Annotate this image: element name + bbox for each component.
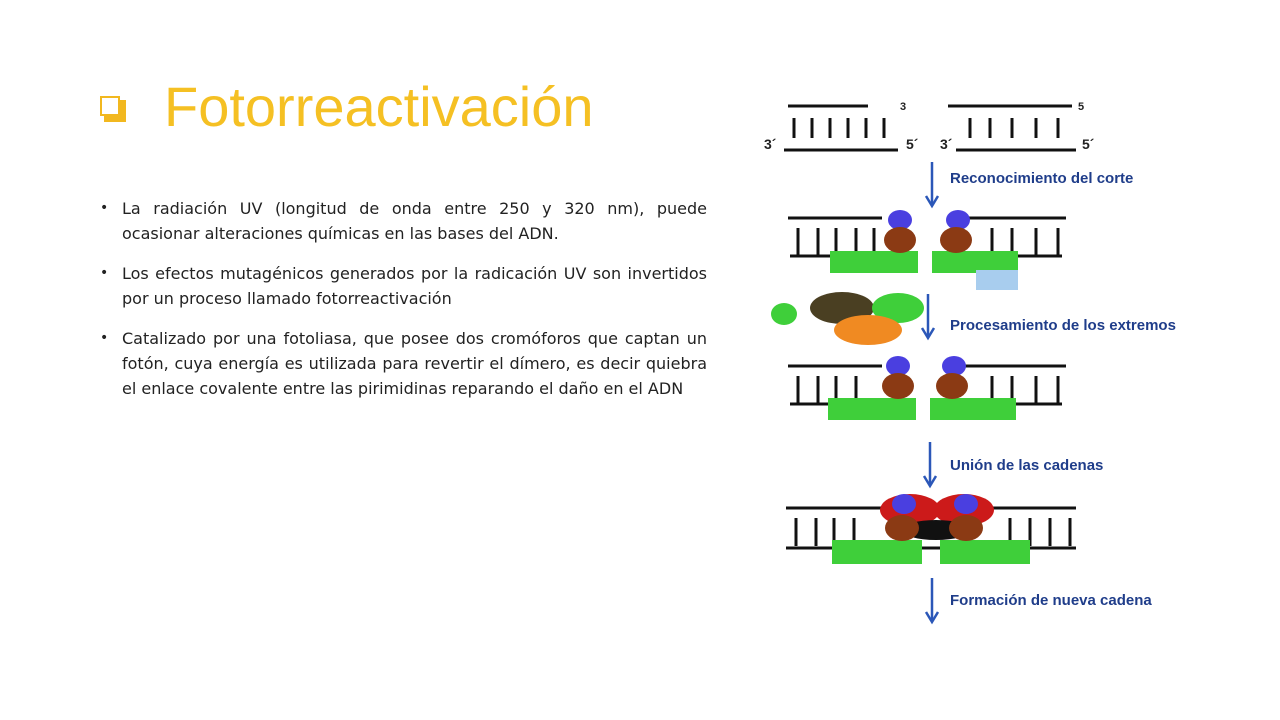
dna-stage-joining xyxy=(786,494,1076,564)
bullet-text: La radiación UV (longitud de onda entre … xyxy=(122,199,707,243)
protein-blue xyxy=(946,210,970,230)
bullet-text: Catalizado por una fotoliasa, que posee … xyxy=(122,329,707,398)
protein-lightblue xyxy=(976,270,1018,290)
end-label: 3 xyxy=(900,101,906,113)
step-arrow xyxy=(920,294,936,341)
step-arrow xyxy=(922,442,938,489)
bullet-item: • Catalizado por una fotoliasa, que pose… xyxy=(100,326,707,401)
step-arrow xyxy=(924,162,940,209)
bullet-list: • La radiación UV (longitud de onda entr… xyxy=(100,196,707,416)
bullet-dot-icon: • xyxy=(100,265,109,281)
protein-blue xyxy=(888,210,912,230)
end-label-3prime: 3´ xyxy=(764,136,777,152)
step-label-processing: Procesamiento de los extremos xyxy=(950,317,1176,334)
protein-green xyxy=(830,251,918,273)
end-label-3prime: 3´ xyxy=(940,136,953,152)
dna-repair-diagram: 3 5 3´ 5´ 3´ 5´ Reconocimiento del corte xyxy=(764,101,1176,625)
bullet-text: Los efectos mutagénicos generados por la… xyxy=(122,264,707,308)
protein-brown xyxy=(940,227,972,253)
protein-brown xyxy=(884,227,916,253)
free-proteins xyxy=(771,292,924,345)
step-label-recognition: Reconocimiento del corte xyxy=(950,170,1133,187)
protein-green xyxy=(932,251,1018,273)
bullet-dot-icon: • xyxy=(100,330,109,346)
step-arrow xyxy=(924,578,940,625)
end-label-5prime: 5´ xyxy=(1082,136,1095,152)
end-label-5prime: 5´ xyxy=(906,136,919,152)
dna-stage-recognition xyxy=(788,210,1066,290)
step-label-new-strand: Formación de nueva cadena xyxy=(950,592,1152,609)
end-label: 5 xyxy=(1078,101,1084,113)
bullet-item: • La radiación UV (longitud de onda entr… xyxy=(100,196,707,246)
dna-stage-initial: 3 5 3´ 5´ 3´ 5´ xyxy=(764,101,1095,152)
step-label-joining: Unión de las cadenas xyxy=(950,457,1103,474)
bullet-dot-icon: • xyxy=(100,200,109,216)
title-row: Fotorreactivación xyxy=(100,72,594,142)
bullet-item: • Los efectos mutagénicos generados por … xyxy=(100,261,707,311)
dna-stage-processing xyxy=(788,356,1066,420)
slide-title: Fotorreactivación xyxy=(164,75,594,138)
checkbox-bullet-icon xyxy=(100,96,126,122)
